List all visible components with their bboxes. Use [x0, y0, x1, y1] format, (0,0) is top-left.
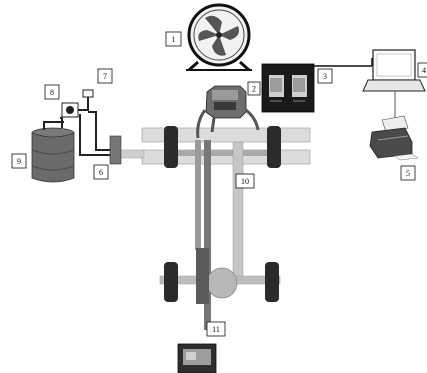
label-1: 1 [172, 35, 176, 44]
fan [186, 5, 252, 70]
engine-icon [212, 90, 238, 100]
label-4: 4 [422, 66, 426, 75]
wheel-rear-right [265, 262, 279, 302]
label-6: 6 [99, 168, 103, 177]
wheel-front-left [164, 126, 178, 168]
label-3: 3 [323, 72, 327, 81]
wheel-rear-left [164, 262, 178, 302]
flow-sensor [110, 136, 121, 164]
label-11: 11 [212, 325, 220, 334]
label-10: 10 [241, 177, 249, 186]
label-5: 5 [406, 169, 410, 178]
data-logger [178, 344, 216, 373]
label-2: 2 [252, 85, 256, 94]
label-8: 8 [50, 88, 54, 97]
tractor-chassis [112, 126, 310, 330]
valve [83, 90, 93, 97]
label-7: 7 [103, 72, 107, 81]
drum-icon [32, 133, 74, 182]
differential [207, 268, 237, 298]
flow-sensor-icon [110, 136, 121, 164]
fuel-drum [32, 128, 74, 182]
wheel-front-right [267, 126, 281, 168]
valve-icon [83, 90, 93, 97]
printer-icon [370, 128, 412, 158]
pressure-gauge [62, 103, 78, 117]
label-9: 9 [17, 157, 21, 166]
gauge-icon [66, 106, 74, 114]
printer [370, 116, 418, 160]
monitor [262, 58, 372, 112]
